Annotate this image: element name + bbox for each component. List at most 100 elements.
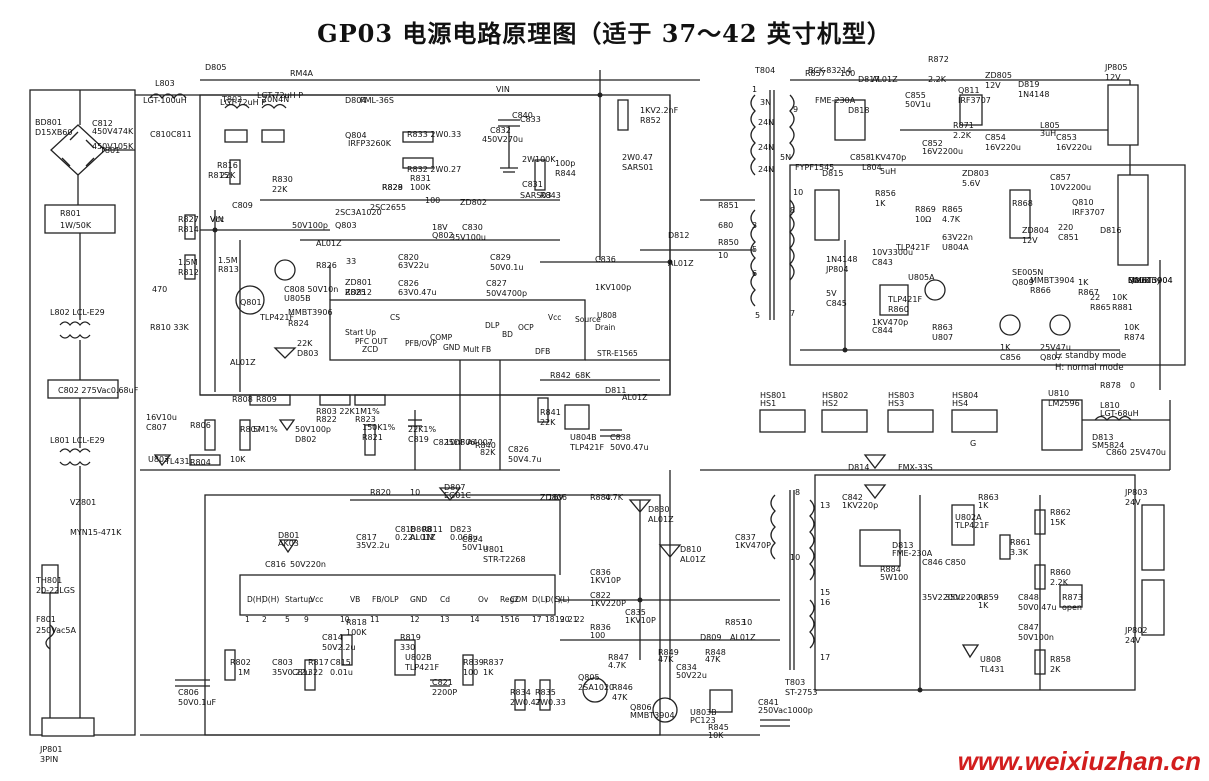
label-pfc_ic_pins-2: ZCD — [362, 345, 378, 354]
label-standby_mid-48: 10K — [1124, 323, 1140, 332]
rectifier-d818 — [834, 99, 866, 141]
label-pfc_ic_pins-9: BD — [502, 330, 513, 339]
label-main_output-39: 15 — [820, 588, 830, 597]
label-main_converter-25: 1KV220P — [590, 599, 626, 608]
label-pfc_ic_pins-11: Vcc — [548, 313, 561, 322]
label-regulator-3: 0 — [1130, 381, 1135, 390]
label-pfc_ic_pins-15: U808 — [597, 311, 617, 320]
label-main_converter-14: D823 — [450, 525, 471, 534]
label-left_mid-23: AL01Z — [316, 239, 342, 248]
label-caps_mid-2: C820 — [398, 253, 419, 262]
label-main_output-26: C847 — [1018, 623, 1039, 632]
label-main_output-28: U808 — [980, 655, 1001, 664]
label-pfc_lower-16: D811 — [605, 386, 626, 395]
label-pfc_parts-11: R852 — [640, 116, 661, 125]
label-caps_mid-4: C829 — [490, 253, 511, 262]
label-main_transformer-5: AL01Z — [648, 515, 674, 524]
label-lower_left-20: D802 — [295, 435, 316, 444]
label-pfc_lower-1: 10nF — [445, 438, 465, 447]
label-pfc_parts-9: C840 — [512, 111, 533, 120]
label-standby_outputs-28: C858 — [850, 153, 871, 162]
label-main_lower-30: 2SA1020 — [578, 683, 614, 692]
label-pfc-10: 20N4N — [262, 95, 289, 104]
label-main_ic_pins-4: VB — [350, 595, 360, 604]
label-heatsinks-8: G — [970, 439, 976, 448]
label-pfc_parts-14: 100p — [555, 159, 575, 168]
label-main_output-33: open — [1062, 603, 1082, 612]
label-main_transformer-11: 10 — [742, 618, 752, 627]
label-pfc_lower-15: 68K — [575, 371, 591, 380]
label-main_lower-11: C814 — [322, 633, 343, 642]
label-main_output-15: TLP421F — [954, 521, 989, 530]
label-standby_transformer-3: 24N — [758, 118, 774, 127]
label-caps_mid-0: C830 — [462, 223, 483, 232]
label-main_output-22: R859 — [978, 593, 999, 602]
label-main_transformer-6: D810 — [680, 545, 701, 554]
label-caps_mid-11: 1KV100p — [595, 283, 631, 292]
label-pfc_parts-20: 100 — [425, 196, 440, 205]
label-main_output-4: D813 — [892, 541, 913, 550]
label-main_lower-32: 4.7K — [608, 661, 627, 670]
diagram-title: GP03 电源电路原理图（适于 37～42 英寸机型） — [317, 19, 892, 48]
label-main_output-2: C842 — [842, 493, 863, 502]
label-main_lower-9: R818 — [346, 618, 367, 627]
label-pfc_lower-17: AL01Z — [622, 393, 648, 402]
label-main_output-17: 3.3K — [1010, 548, 1029, 557]
label-main_transformer-1: ST-2753 — [785, 688, 817, 697]
label-standby_mid-46: 10K — [1112, 293, 1128, 302]
label-standby_mid-14: C851 — [1058, 233, 1079, 242]
label-standby_mid-45: R865 — [1090, 303, 1111, 312]
label-regulator-0: U810 — [1048, 389, 1069, 398]
label-pfc-2: C812 — [92, 119, 113, 128]
label-main_lower-17: U802B — [405, 653, 432, 662]
label-standby_mid-30: 63V22n — [942, 233, 973, 242]
label-main_lower-13: C815 — [330, 658, 351, 667]
label-standby_mid-0: FYPF1545 — [795, 163, 834, 172]
label-lower_left-3: 5M1% — [253, 425, 278, 434]
label-main_converter-11: AL01Z — [410, 533, 436, 542]
transistor-q801 — [235, 285, 265, 315]
label-standby_transformer-20: 5 — [752, 245, 757, 254]
label-standby_mid-49: R874 — [1124, 333, 1145, 342]
label-left_mid-13: 470 — [152, 285, 167, 294]
label-pfc_lower-3: A4007 — [467, 438, 493, 447]
label-main_lower-3: 50V0.1uF — [178, 698, 216, 707]
label-left_mid-4: R815 — [208, 171, 229, 180]
label-pfc_parts-4: R831 — [410, 174, 431, 183]
label-caps_mid-1: 35V100u — [450, 233, 486, 242]
label-main_lower-36: MMBT3904 — [630, 711, 675, 720]
label-standby_mid-47: R881 — [1112, 303, 1133, 312]
label-standby_outputs-6: ZD805 — [985, 71, 1012, 80]
label-standby_mid-10: R865 — [942, 205, 963, 214]
label-heatsinks-4: HS803 — [888, 391, 914, 400]
label-pfc_parts-3: R832 2W0.27 — [407, 165, 461, 174]
label-standby_outputs-19: 3uH — [1040, 129, 1056, 138]
label-standby_mid-43: R867 — [1078, 288, 1099, 297]
label-left_mid-16: U805B — [284, 294, 311, 303]
label-pfc_lower-0: C825 — [433, 438, 454, 447]
label-standby_mid-11: 4.7K — [942, 215, 961, 224]
label-mode_notes-0: L: standby mode — [1055, 351, 1126, 361]
label-main_converter-7: 35V2.2u — [356, 541, 389, 550]
label-left_mid-21: 22K — [297, 339, 313, 348]
label-lower_left-9: R804 — [190, 458, 211, 467]
mosfet-q811 — [959, 94, 983, 126]
label-main_converter-9: 0.22u — [395, 533, 418, 542]
label-main_converter-17: 50V1u — [462, 543, 488, 552]
label-regulator-9: 25V470u — [1130, 448, 1166, 457]
label-standby_transformer-17: AL01Z — [668, 259, 694, 268]
label-main_lower-18: TLP421F — [404, 663, 439, 672]
label-standby_transformer-19: 3 — [752, 221, 757, 230]
label-main_ic_pins-30: 22 — [575, 615, 585, 624]
label-main_ic_pins-3: Vcc — [310, 595, 323, 604]
rectifier-d815 — [814, 189, 840, 241]
label-standby_mid-2: L804 — [862, 163, 882, 172]
label-standby_transformer-9: 9 — [793, 105, 798, 114]
label-main_ic_pins-8: Ov — [478, 595, 489, 604]
label-lower_left-2: R807 — [240, 425, 261, 434]
label-main_lower-35: Q806 — [630, 703, 652, 712]
label-mains_fuse-1: 250Vac5A — [36, 626, 77, 635]
label-standby_outputs-21: 2.2K — [953, 131, 972, 140]
label-lower_left-21: AL01Z — [230, 358, 256, 367]
